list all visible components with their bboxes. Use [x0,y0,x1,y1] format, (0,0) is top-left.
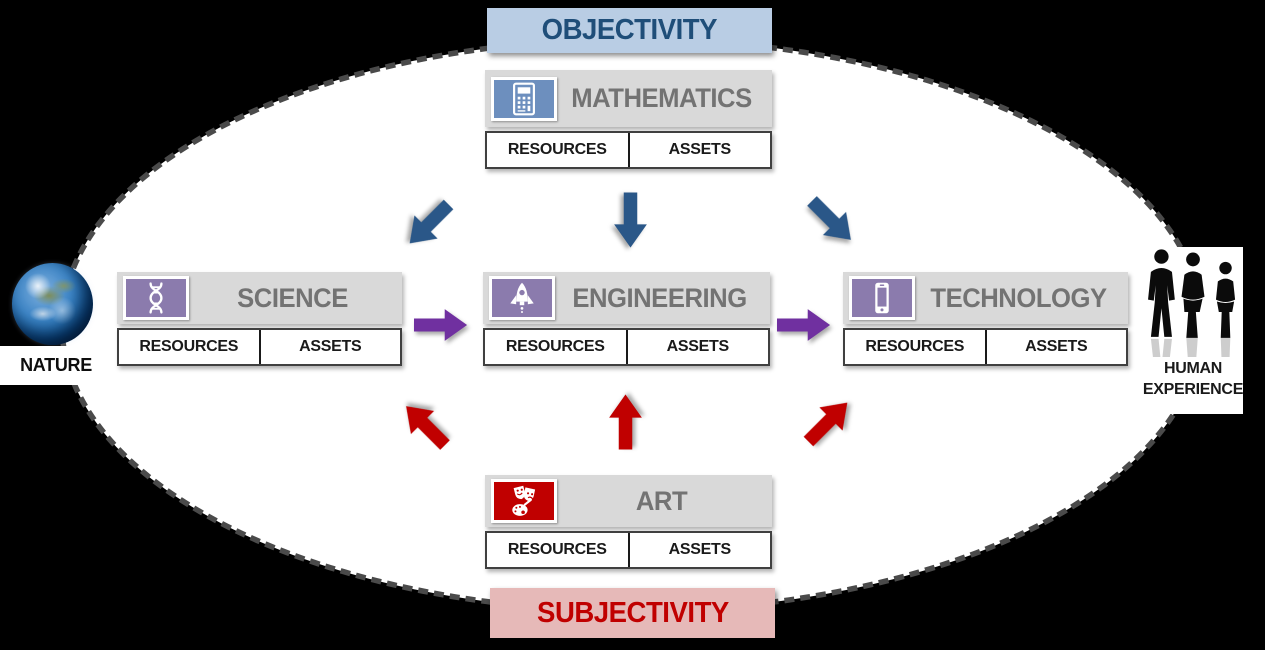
human-experience-line2: EXPERIENCE [1142,380,1244,398]
arrow-art-to-technology [794,387,867,460]
dna-icon [126,279,186,317]
mathematics-header: MATHEMATICS [485,70,772,127]
smartphone-icon [852,279,912,317]
arrow-math-to-engineering [605,192,652,249]
technology-assets-cell: ASSETS [984,330,1127,364]
node-art: ART RESOURCES ASSETS [485,475,772,569]
science-header: SCIENCE [117,272,402,324]
technology-icon-tile [849,276,915,320]
art-assets-cell: ASSETS [627,533,771,567]
engineering-resources-cell: RESOURCES [505,338,605,355]
science-icon-tile [123,276,189,320]
arrow-art-to-engineering [605,394,652,450]
calculator-icon [494,79,554,118]
art-resources-cell: RESOURCES [507,541,607,558]
human-experience-panel: HUMAN EXPERIENCE [1143,247,1243,414]
engineering-icon-tile [489,276,555,320]
mathematics-icon-tile [491,76,557,121]
subjectivity-banner: SUBJECTIVITY [490,588,775,638]
science-cells: RESOURCES ASSETS [117,328,402,366]
art-cells: RESOURCES ASSETS [485,531,772,569]
theater-masks-palette-icon [494,482,554,520]
mathematics-label: MATHEMATICS [571,83,752,113]
node-science: SCIENCE RESOURCES ASSETS [117,272,402,366]
technology-resources-cell: RESOURCES [865,338,965,355]
art-icon-tile [491,479,557,523]
human-experience-label: HUMAN EXPERIENCE [1143,359,1243,401]
science-label: SCIENCE [237,282,348,313]
rocket-icon [492,279,552,317]
nature-text: NATURE [20,355,92,375]
engineering-header: ENGINEERING [483,272,770,324]
technology-cells: RESOURCES ASSETS [843,328,1128,366]
nature-label: NATURE [0,346,112,385]
node-technology: TECHNOLOGY RESOURCES ASSETS [843,272,1128,366]
arrow-math-to-technology [794,186,867,259]
engineering-assets-cell: ASSETS [625,330,769,364]
engineering-cells: RESOURCES ASSETS [483,328,770,366]
arrow-engineering-to-technology [777,305,831,350]
people-silhouettes-image [1148,249,1236,357]
mathematics-resources-cell: RESOURCES [507,141,607,158]
technology-label: TECHNOLOGY [930,282,1107,313]
earth-globe-image [12,263,93,345]
node-mathematics: MATHEMATICS RESOURCES ASSETS [485,70,772,169]
arrow-art-to-science [391,387,464,460]
arrow-science-to-engineering [414,305,468,350]
engineering-label: ENGINEERING [572,282,747,313]
objectivity-label: OBJECTIVITY [541,14,718,46]
art-header: ART [485,475,772,527]
mathematics-assets-cell: ASSETS [627,133,771,167]
technology-header: TECHNOLOGY [843,272,1128,324]
human-experience-line1: HUMAN [1163,360,1223,377]
art-label: ART [635,485,688,516]
mathematics-cells: RESOURCES ASSETS [485,131,772,169]
objectivity-banner: OBJECTIVITY [487,8,772,53]
arrow-math-to-science [391,186,464,259]
science-resources-cell: RESOURCES [139,338,239,355]
node-engineering: ENGINEERING RESOURCES ASSETS [483,272,770,366]
science-assets-cell: ASSETS [258,330,401,364]
subjectivity-label: SUBJECTIVITY [536,596,729,629]
